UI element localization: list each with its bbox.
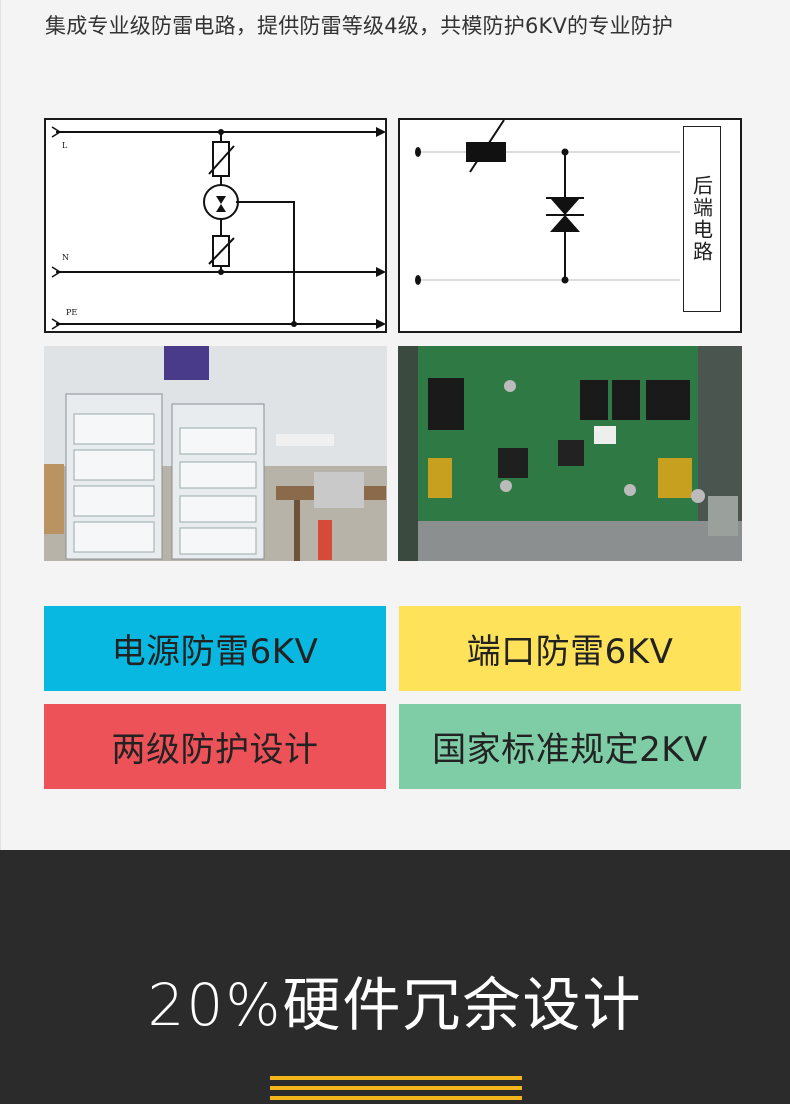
accent-bar-3 <box>270 1096 522 1100</box>
label-pe: PE <box>66 308 77 317</box>
back-end-circuit-box: 后端电路 <box>683 126 721 312</box>
label-n: N <box>62 253 69 262</box>
feature-port-surge-6kv: 端口防雷6KV <box>399 606 741 691</box>
redundancy-section: 20%硬件冗余设计 <box>0 850 790 1104</box>
tvs-circuit-svg <box>415 120 680 285</box>
surge-test-equipment-photo <box>44 346 387 561</box>
section-title: 20%硬件冗余设计 <box>147 971 643 1039</box>
feature-label: 国家标准规定2KV <box>432 730 708 770</box>
feature-label: 两级防护设计 <box>111 730 319 770</box>
pcb-board-photo <box>398 346 742 561</box>
feature-two-level-protection: 两级防护设计 <box>44 704 386 789</box>
feature-national-standard-2kv: 国家标准规定2KV <box>399 704 741 789</box>
top-section: 集成专业级防雷电路，提供防雷等级4级，共模防护6KV的专业防护 <box>0 0 742 850</box>
feature-label: 电源防雷6KV <box>111 632 319 672</box>
tvs-circuit-diagram: 后端电路 <box>398 118 742 333</box>
back-end-circuit-label: 后端电路 <box>689 175 714 263</box>
intro-text: 集成专业级防雷电路，提供防雷等级4级，共模防护6KV的专业防护 <box>45 14 674 38</box>
label-l: L <box>62 141 68 150</box>
surge-circuit-svg: L N PE <box>51 126 385 330</box>
feature-power-surge-6kv: 电源防雷6KV <box>44 606 386 691</box>
surge-circuit-diagram: L N PE <box>44 118 387 333</box>
accent-bar-1 <box>270 1076 522 1080</box>
feature-label: 端口防雷6KV <box>466 632 674 672</box>
accent-bar-2 <box>270 1086 522 1090</box>
